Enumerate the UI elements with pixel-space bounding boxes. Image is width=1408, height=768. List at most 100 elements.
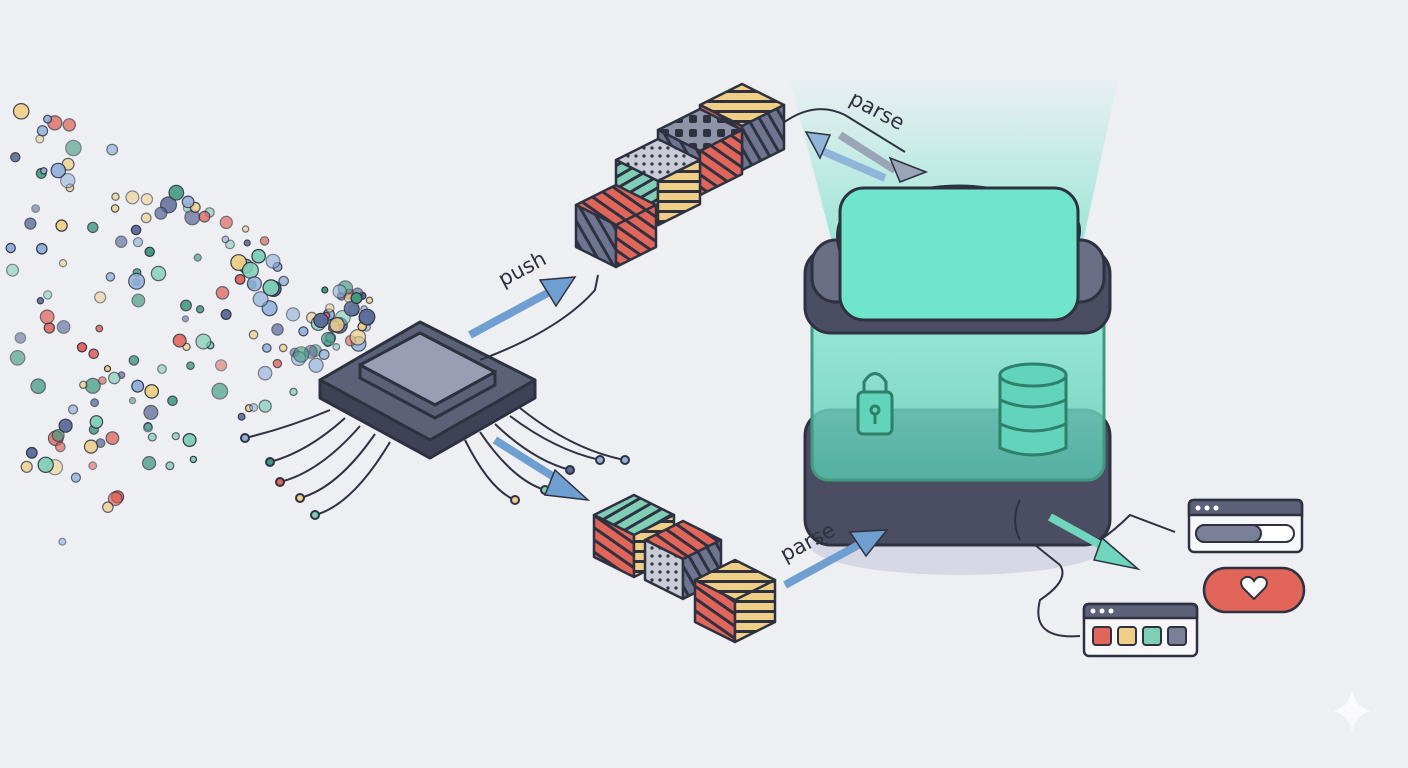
particle xyxy=(12,103,30,120)
output-arrow xyxy=(492,436,591,502)
particle xyxy=(105,271,116,282)
particle xyxy=(9,349,26,366)
particle xyxy=(259,236,270,246)
particle xyxy=(150,265,167,282)
particle xyxy=(241,225,250,233)
particle xyxy=(58,418,73,433)
particle xyxy=(143,422,154,433)
particle xyxy=(157,364,167,374)
chip-icon xyxy=(240,320,630,520)
particle xyxy=(241,261,259,279)
chip-pin xyxy=(299,433,376,499)
particle-stream xyxy=(5,103,376,546)
chip-pin xyxy=(279,425,361,483)
particle xyxy=(144,384,159,399)
particle xyxy=(293,346,310,363)
particle xyxy=(83,439,99,454)
particle xyxy=(35,134,45,144)
particle xyxy=(195,333,212,350)
particle xyxy=(278,343,288,353)
particle xyxy=(39,309,55,325)
parse-top-arrows xyxy=(782,108,929,183)
pin-node xyxy=(310,510,320,520)
particle xyxy=(24,217,37,230)
particle xyxy=(95,324,104,333)
particle xyxy=(140,192,154,206)
particle xyxy=(332,284,347,299)
particle xyxy=(20,460,33,473)
particle xyxy=(5,263,20,277)
particle xyxy=(5,242,16,254)
particle xyxy=(168,184,185,201)
particle xyxy=(261,343,272,353)
particle xyxy=(54,441,66,453)
particle xyxy=(246,276,262,292)
particle xyxy=(234,274,246,285)
particle xyxy=(265,253,281,269)
particle xyxy=(165,461,175,471)
particle xyxy=(252,291,269,308)
particle xyxy=(88,461,98,471)
particle xyxy=(36,125,49,137)
pin-node xyxy=(295,493,305,503)
particle xyxy=(43,290,53,300)
particle xyxy=(128,272,146,290)
lock-icon xyxy=(856,372,894,436)
particle xyxy=(321,286,329,294)
heart-button-icon xyxy=(1202,566,1306,614)
particle xyxy=(211,382,229,400)
particle xyxy=(249,403,259,413)
particle xyxy=(313,312,329,329)
particle xyxy=(37,456,54,473)
particle xyxy=(87,221,99,234)
particle xyxy=(89,415,104,429)
particle xyxy=(107,491,123,507)
push-arrow xyxy=(468,274,599,361)
pin-node xyxy=(595,455,605,465)
particle xyxy=(106,143,119,156)
particle xyxy=(272,358,283,369)
particle xyxy=(79,380,88,389)
particle xyxy=(128,396,137,405)
particle xyxy=(59,172,76,189)
particle xyxy=(14,332,27,344)
particle xyxy=(140,212,152,224)
chip-pin xyxy=(519,407,626,461)
particle xyxy=(128,355,140,366)
pin-node xyxy=(510,495,520,505)
chip-pin xyxy=(314,441,391,516)
particle xyxy=(332,343,341,351)
particle xyxy=(30,378,46,394)
particle xyxy=(98,376,107,385)
chip-pin xyxy=(244,409,331,439)
particle xyxy=(318,349,330,361)
particle xyxy=(220,309,232,321)
chip-pin xyxy=(509,415,601,461)
particle xyxy=(55,219,68,232)
particle xyxy=(215,359,228,372)
particle xyxy=(171,432,180,441)
particle xyxy=(114,235,128,248)
particle xyxy=(167,395,178,407)
particle xyxy=(195,305,205,314)
particle xyxy=(125,190,140,205)
progress-window-icon xyxy=(1187,498,1304,554)
particle xyxy=(243,239,251,247)
particle xyxy=(154,206,168,220)
particle xyxy=(219,215,233,229)
particle xyxy=(102,501,114,513)
particle xyxy=(43,322,56,334)
particle xyxy=(35,243,48,255)
particle xyxy=(62,118,77,132)
particle xyxy=(76,342,88,353)
particle xyxy=(67,404,79,415)
pin-node xyxy=(240,433,250,443)
particle xyxy=(308,357,324,373)
particle xyxy=(43,114,53,124)
particle xyxy=(324,303,335,313)
particle xyxy=(144,246,155,257)
particle xyxy=(248,329,259,340)
particle xyxy=(58,537,67,546)
pin-node xyxy=(565,465,575,475)
particle xyxy=(285,307,301,322)
